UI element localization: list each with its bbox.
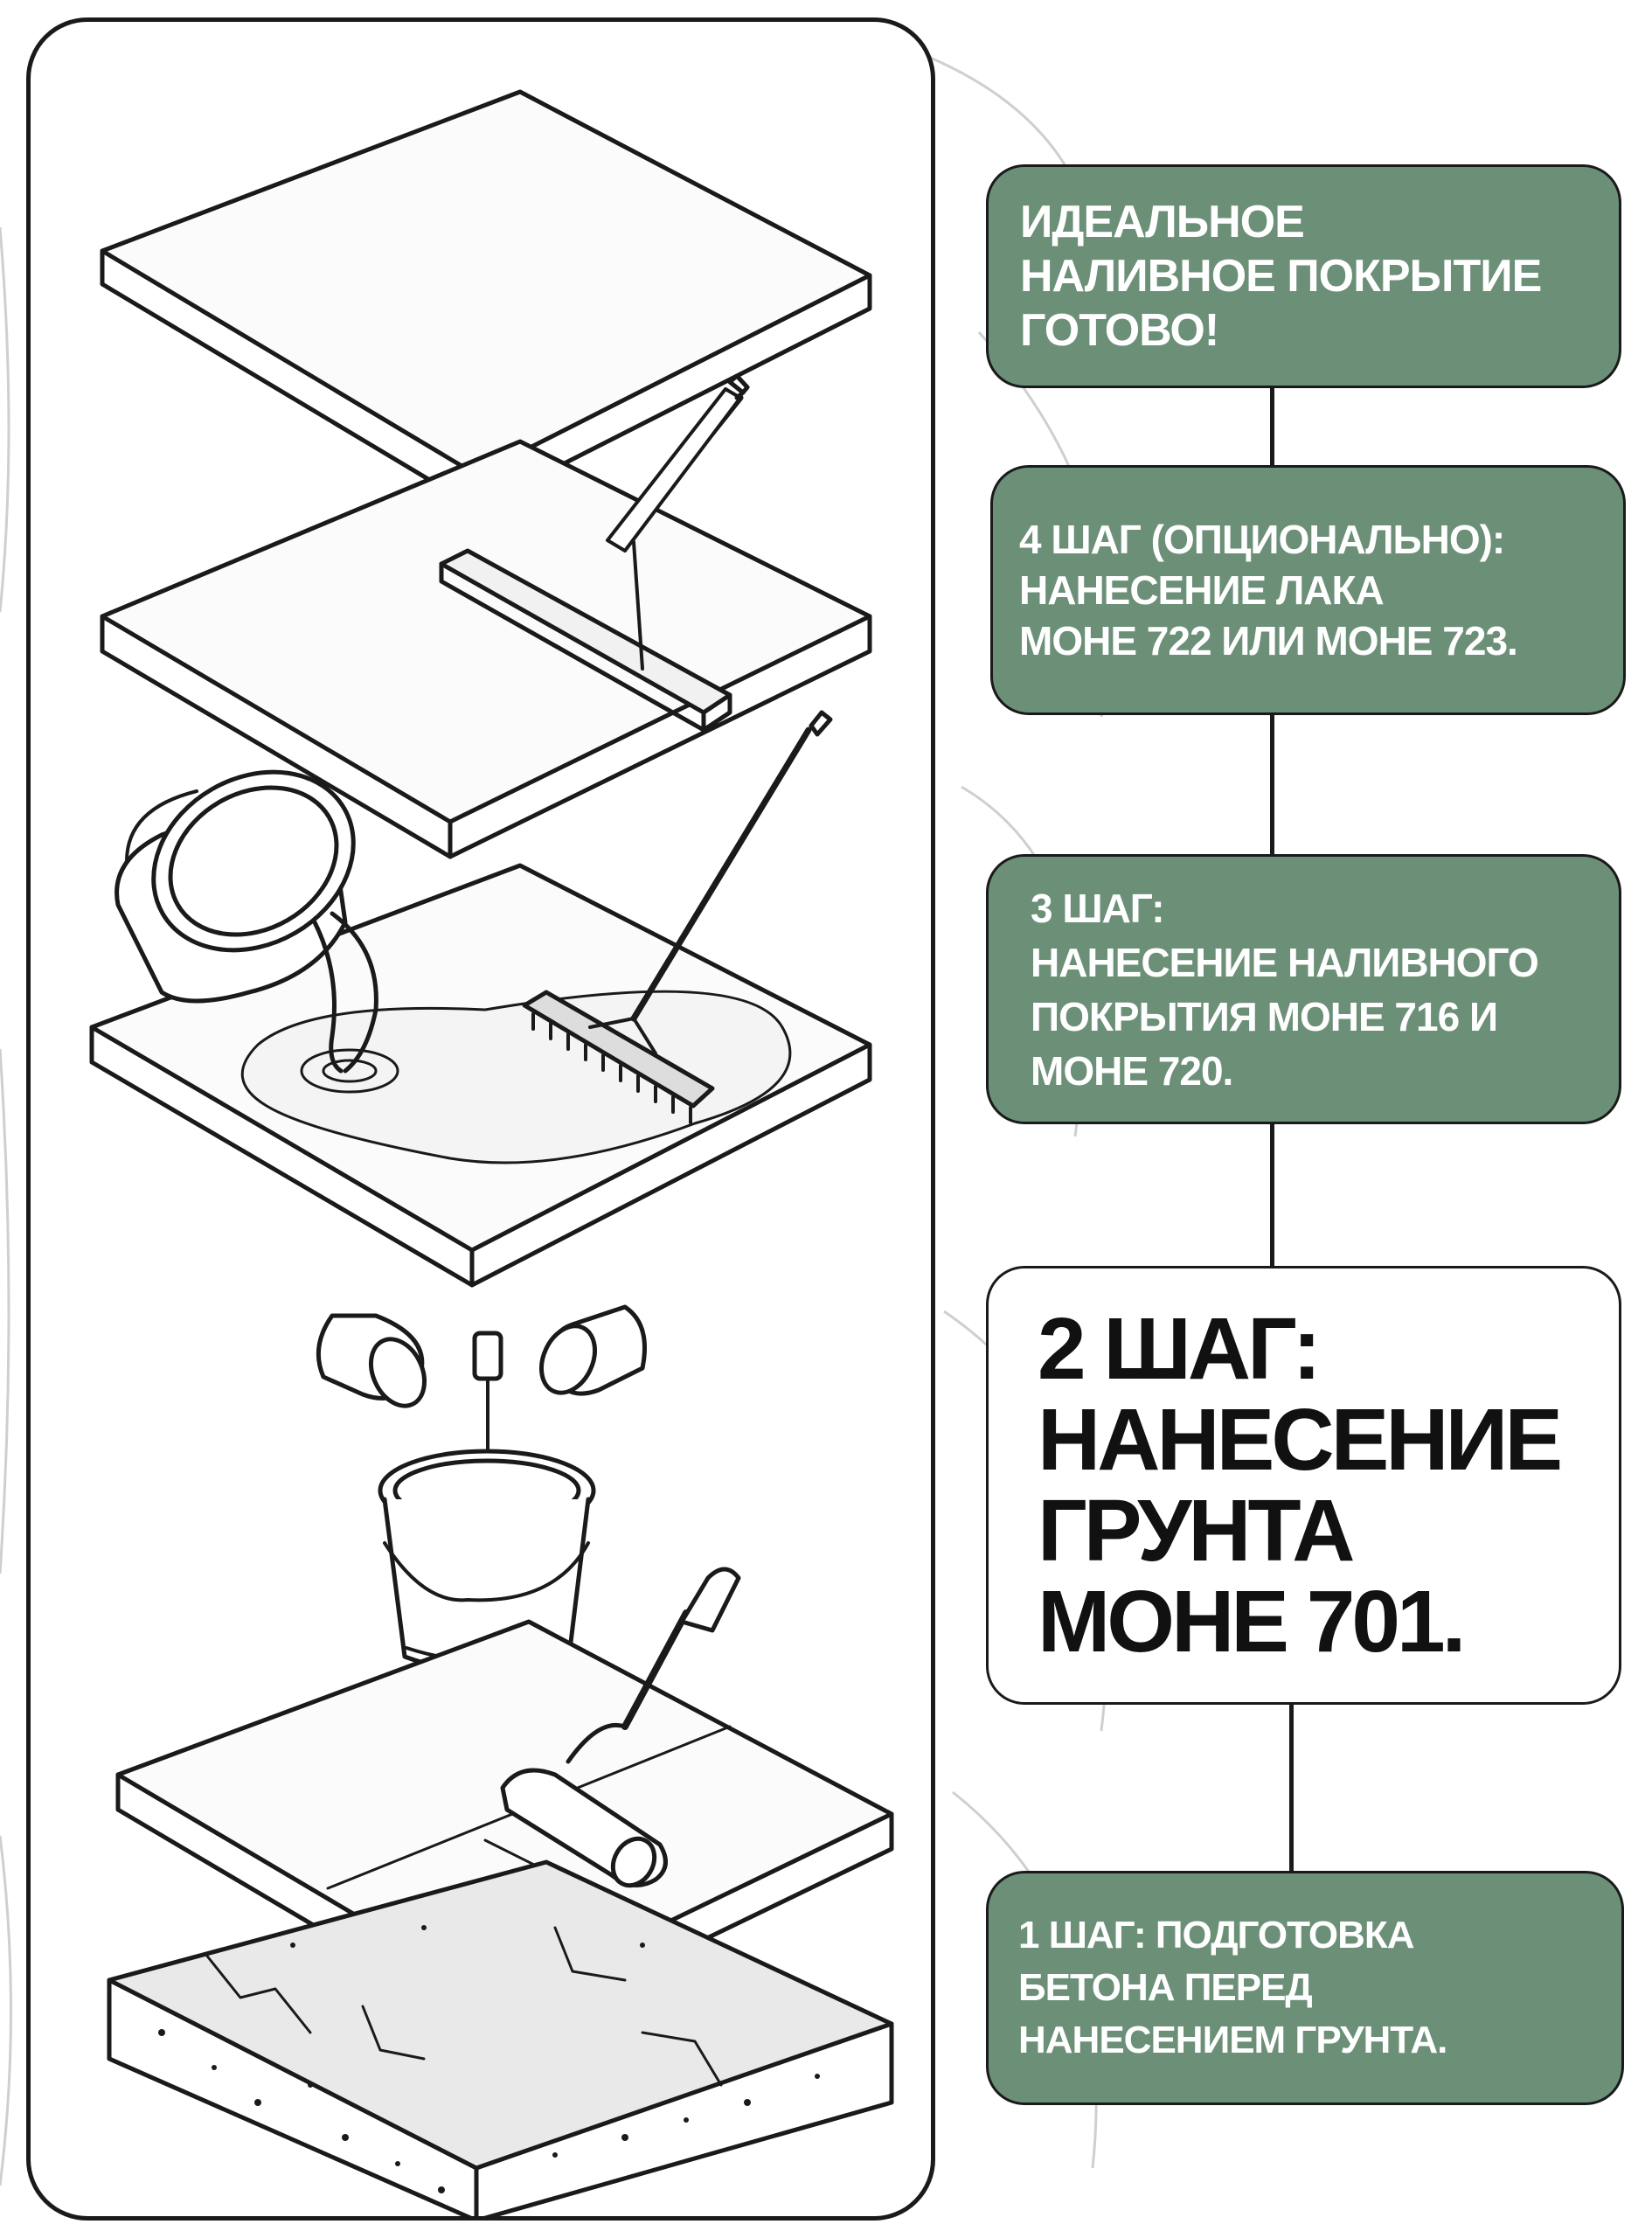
step-3-line-1: 3 ШАГ: — [1031, 885, 1165, 931]
illustration-panel — [26, 17, 935, 2221]
step-final-line-2: НАЛИВНОЕ ПОКРЫТИЕ — [1020, 251, 1542, 302]
step-1-line-3: НАНЕСЕНИЕМ ГРУНТА. — [1018, 2019, 1447, 2061]
connector-line — [1289, 1705, 1294, 1872]
varnish-layer-slab — [100, 439, 872, 859]
step-3-box: 3 ШАГ: НАНЕСЕНИЕ НАЛИВНОГО ПОКРЫТИЯ MOHE… — [986, 854, 1621, 1124]
step-final-box: ИДЕАЛЬНОЕ НАЛИВНОЕ ПОКРЫТИЕ ГОТОВО! — [986, 164, 1621, 388]
mixing-cup-left-icon — [316, 1313, 427, 1408]
concrete-base-slab — [107, 1859, 894, 2216]
mixer-drill-icon — [466, 1331, 509, 1501]
step-2-line-2: НАНЕСЕНИЕ — [1038, 1391, 1563, 1489]
step-1-box: 1 ШАГ: ПОДГОТОВКА БЕТОНА ПЕРЕД НАНЕСЕНИЕ… — [986, 1871, 1624, 2105]
step-2-line-4: MOHE 701. — [1038, 1573, 1466, 1671]
step-4-line-1: 4 ШАГ (ОПЦИОНАЛЬНО): — [1019, 517, 1505, 562]
finished-floor-slab — [100, 89, 872, 511]
step-1-line-1: 1 ШАГ: ПОДГОТОВКА — [1018, 1914, 1415, 1957]
step-2-line-3: ГРУНТА — [1038, 1482, 1356, 1580]
step-2-line-1: 2 ШАГ: — [1038, 1300, 1322, 1398]
connector-line — [1270, 1124, 1274, 1267]
pouring-bucket-icon — [115, 769, 378, 1074]
connector-line — [1270, 388, 1274, 467]
step-2-box-highlighted: 2 ШАГ: НАНЕСЕНИЕ ГРУНТА MOHE 701. — [986, 1266, 1621, 1705]
step-1-line-2: БЕТОНА ПЕРЕД — [1018, 1966, 1313, 2009]
squeegee-icon — [439, 373, 750, 733]
step-final-line-1: ИДЕАЛЬНОЕ — [1020, 197, 1305, 247]
connector-line — [1270, 715, 1274, 855]
step-4-box: 4 ШАГ (ОПЦИОНАЛЬНО): НАНЕСЕНИЕ ЛАКА MOHE… — [990, 465, 1626, 715]
spike-rake-icon — [522, 710, 833, 1124]
step-4-line-3: MOHE 722 ИЛИ MOHE 723. — [1019, 618, 1518, 664]
step-3-line-4: MOHE 720. — [1031, 1047, 1233, 1094]
step-3-line-2: НАНЕСЕНИЕ НАЛИВНОГО — [1031, 939, 1539, 985]
floor-layers-illustration — [89, 89, 894, 2216]
step-4-line-2: НАНЕСЕНИЕ ЛАКА — [1019, 567, 1385, 613]
mixing-cup-right-icon — [539, 1304, 647, 1396]
step-final-line-3: ГОТОВО! — [1020, 305, 1219, 356]
step-3-line-3: ПОКРЫТИЯ MOHE 716 И — [1031, 993, 1498, 1039]
